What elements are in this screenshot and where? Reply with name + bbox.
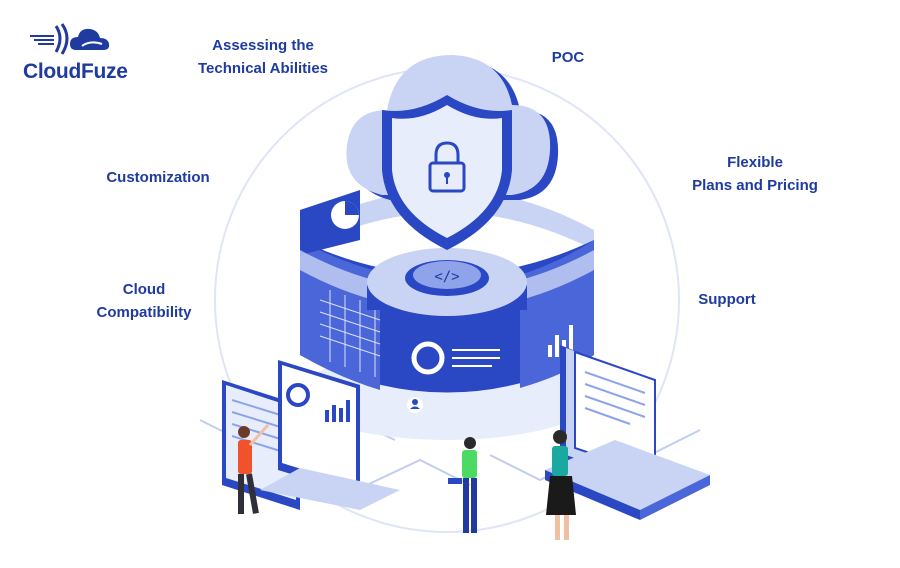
label-cloud-line1: Cloud	[122, 281, 166, 298]
code-icon: </>	[434, 269, 459, 285]
label-poc: POC	[551, 49, 585, 66]
grid-panel	[319, 290, 381, 377]
person-woman-teal	[546, 430, 576, 540]
gear-icon	[367, 248, 527, 324]
person-woman-green	[448, 437, 477, 533]
person-man	[238, 423, 270, 514]
label-cloud-line2: Compatibility	[96, 304, 192, 321]
label-flexible-line1: Flexible	[727, 154, 783, 171]
label-assessing-line1: Assessing the	[212, 37, 314, 54]
label-flexible: Flexible Plans and Pricing	[682, 151, 828, 197]
lock-icon	[428, 141, 466, 193]
brand-name: CloudFuze	[23, 60, 128, 83]
donut-chart-icon	[411, 341, 445, 375]
label-assessing: Assessing the Technical Abilities	[190, 34, 336, 80]
label-assessing-line2: Technical Abilities	[197, 60, 329, 77]
label-support: Support	[698, 291, 756, 308]
laptop-illustration	[222, 360, 400, 510]
cloudfuze-logo-icon	[30, 23, 110, 55]
label-flexible-line2: Plans and Pricing	[692, 177, 818, 194]
label-cloud-compatibility: Cloud Compatibility	[86, 278, 202, 324]
label-customization: Customization	[106, 169, 210, 186]
